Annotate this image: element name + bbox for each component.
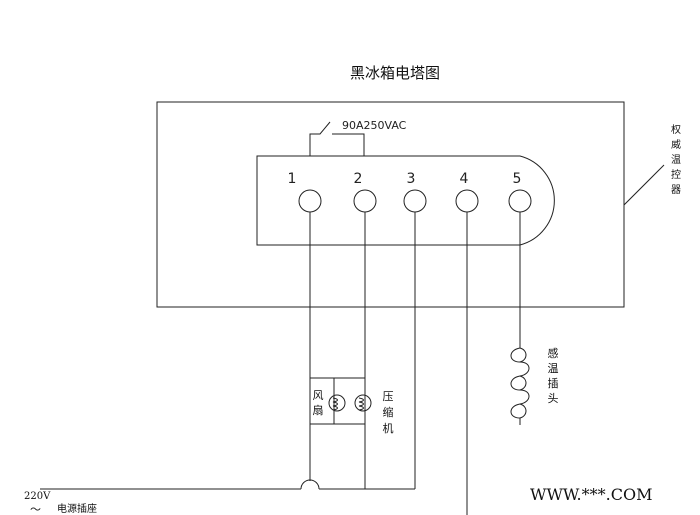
terminal-number: 4	[460, 171, 469, 187]
compressor-label-char: 缩	[383, 406, 394, 419]
sensor-label-char: 温	[548, 362, 559, 375]
power-line	[40, 479, 415, 490]
fan-label-char: 风	[313, 389, 324, 402]
fan-label-char: 扇	[313, 403, 324, 417]
terminal-number: 1	[288, 171, 297, 187]
power-symbol: ～	[30, 503, 41, 515]
terminal-number: 5	[513, 171, 522, 187]
terminal-5-screw	[508, 189, 532, 213]
controller-label-char: 控	[671, 168, 681, 181]
fan-icon	[328, 394, 346, 412]
sensor-label: 感 温 插 头	[548, 347, 559, 405]
sensor-label-char: 插	[548, 376, 559, 390]
controller-label-char: 器	[671, 184, 681, 196]
compressor-label-char: 压	[383, 390, 394, 403]
relay-rating: 90A250VAC	[342, 119, 407, 132]
compressor-label: 压 缩 机	[383, 390, 394, 435]
controller-label-char: 温	[671, 154, 681, 166]
power-voltage: 220V	[24, 491, 51, 502]
watermark: WWW.***.COM	[530, 485, 652, 504]
sensor-label-char: 感	[548, 347, 559, 360]
terminal-block	[256, 155, 555, 246]
terminal-number: 2	[354, 171, 363, 187]
terminal-1-screw	[298, 189, 322, 213]
relay-switch: 90A250VAC	[309, 119, 407, 156]
fan-label: 风 扇	[313, 389, 324, 417]
controller-leader-line	[623, 164, 665, 206]
compressor-icon	[354, 394, 372, 412]
diagram-title: 黑冰箱电塔图	[350, 64, 440, 82]
load-branch	[310, 377, 365, 425]
compressor-label-char: 机	[383, 421, 394, 435]
temperature-sensor-icon	[510, 347, 530, 425]
controller-label-char: 威	[671, 138, 681, 151]
terminal-number: 3	[407, 171, 416, 187]
power-socket-label: 电源插座	[57, 502, 97, 515]
sensor-label-char: 头	[548, 392, 559, 405]
terminal-3-screw	[403, 189, 427, 213]
controller-label: 权 威 温 控 器	[671, 123, 681, 196]
terminal-2-screw	[353, 189, 377, 213]
controller-label-char: 权	[671, 123, 681, 136]
terminal-4-screw	[455, 189, 479, 213]
